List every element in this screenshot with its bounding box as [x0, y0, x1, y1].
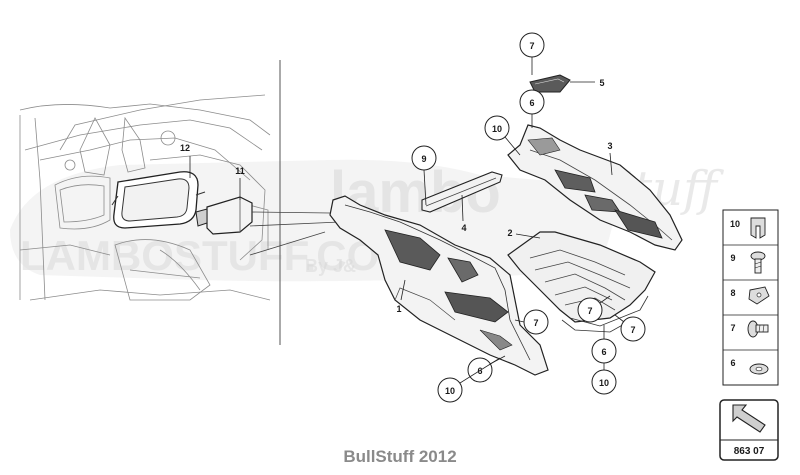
legend-item-8: 8 — [730, 286, 770, 305]
page-reference-number: 863 07 — [734, 446, 765, 457]
callout-4: 4 — [461, 194, 467, 233]
svg-text:10: 10 — [492, 124, 502, 134]
svg-text:2: 2 — [507, 228, 512, 238]
callout-3: 3 — [607, 141, 613, 176]
part-11-switch — [195, 196, 253, 235]
legend-item-6: 6 — [730, 358, 769, 375]
svg-text:7: 7 — [587, 306, 592, 316]
legend-item-7: 7 — [730, 320, 769, 338]
washer-icon — [749, 363, 769, 375]
callout-2: 2 — [507, 228, 541, 239]
svg-text:3: 3 — [607, 141, 612, 151]
svg-text:5: 5 — [599, 78, 604, 88]
part-4-trim-strip — [421, 171, 503, 213]
leader-lines — [249, 211, 341, 256]
svg-text:1: 1 — [396, 304, 401, 314]
callout-1: 1 — [396, 279, 406, 314]
fastener-legend: 10 9 8 7 — [722, 209, 779, 386]
svg-text:7: 7 — [730, 323, 735, 333]
clip-icon — [750, 217, 766, 239]
svg-text:9: 9 — [730, 253, 735, 263]
svg-text:8: 8 — [730, 288, 735, 298]
svg-text:6: 6 — [477, 366, 482, 376]
svg-text:6: 6 — [529, 98, 534, 108]
part-3-upper-trim — [507, 124, 683, 251]
svg-text:10: 10 — [730, 219, 740, 229]
svg-text:10: 10 — [445, 386, 455, 396]
svg-text:11: 11 — [235, 166, 245, 176]
callout-9: 9 — [411, 145, 437, 206]
svg-text:9: 9 — [421, 154, 426, 164]
callout-10a: 10 — [484, 115, 521, 156]
part-2-floor-grille — [507, 231, 656, 333]
callout-7a: 7 — [519, 32, 545, 75]
callout-5: 5 — [570, 78, 605, 88]
callout-7b: 7 — [514, 309, 549, 335]
svg-text:4: 4 — [461, 223, 466, 233]
callout-7d: 7 — [614, 314, 646, 342]
svg-text:7: 7 — [533, 318, 538, 328]
svg-text:6: 6 — [730, 358, 735, 368]
part-5-pad — [529, 74, 571, 93]
watermark-site: LAMBOSTUFF.COM — [20, 232, 414, 279]
callout-6c: 6 — [467, 355, 506, 383]
arrow-icon — [732, 404, 766, 433]
bolt-icon — [747, 320, 769, 338]
svg-text:7: 7 — [529, 41, 534, 51]
callout-10c: 10 — [437, 357, 501, 403]
callout-10b: 10 — [591, 363, 617, 395]
watermark-byline: By J& — [305, 256, 356, 276]
callout-11: 11 — [235, 166, 245, 200]
part-1-tunnel-trim — [329, 195, 549, 376]
page-reference[interactable]: 863 07 — [719, 399, 779, 461]
part-12-bezel — [111, 171, 206, 229]
inset-vehicle-sketch — [19, 94, 271, 301]
svg-text:10: 10 — [599, 378, 609, 388]
svg-text:12: 12 — [180, 143, 190, 153]
legend-item-9: 9 — [730, 251, 766, 274]
svg-text:6: 6 — [601, 347, 606, 357]
screw-icon — [750, 251, 766, 274]
legend-item-10: 10 — [730, 217, 766, 239]
callout-7c: 7 — [577, 295, 611, 323]
svg-text:7: 7 — [630, 325, 635, 335]
callout-6a: 6 — [519, 89, 545, 128]
footer-caption: BullStuff 2012 — [343, 447, 457, 466]
nut-clip-icon — [748, 286, 770, 305]
callout-12: 12 — [180, 143, 191, 178]
